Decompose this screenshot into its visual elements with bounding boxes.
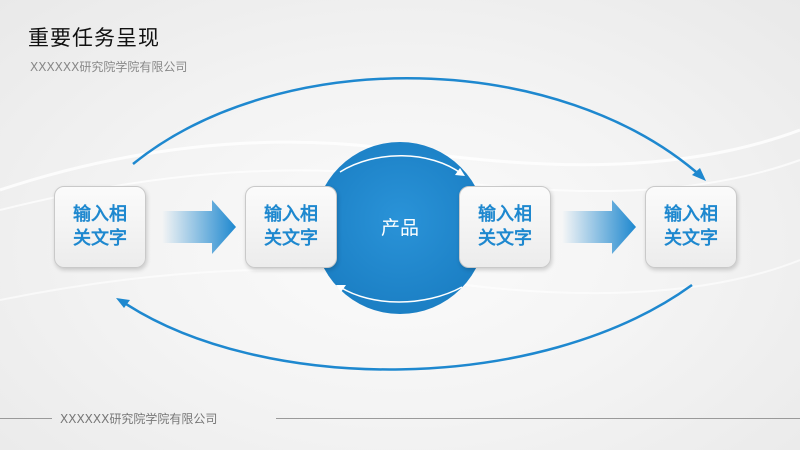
flow-arrow-right bbox=[562, 200, 636, 254]
product-label: 产品 bbox=[380, 217, 419, 239]
input-box-1: 输入相关文字 bbox=[54, 186, 146, 268]
input-box-4: 输入相关文字 bbox=[645, 186, 737, 268]
input-box-3-label: 输入相关文字 bbox=[478, 204, 532, 249]
product-circle bbox=[314, 142, 486, 314]
footer-divider-right bbox=[276, 418, 800, 419]
top-cycle-arrow bbox=[132, 77, 704, 179]
input-box-2: 输入相关文字 bbox=[245, 186, 337, 268]
inner-bottom-arc bbox=[339, 286, 463, 303]
top-cycle-arrowhead bbox=[692, 168, 706, 181]
input-box-2-label: 输入相关文字 bbox=[264, 204, 318, 249]
input-box-3: 输入相关文字 bbox=[459, 186, 551, 268]
bottom-cycle-arrowhead bbox=[116, 298, 130, 308]
flow-arrow-left bbox=[162, 200, 236, 254]
bottom-cycle-arrow bbox=[119, 283, 693, 371]
footer-divider-left bbox=[0, 418, 52, 419]
page-title: 重要任务呈现 bbox=[28, 26, 160, 50]
page-subtitle: XXXXXX研究院学院有限公司 bbox=[30, 60, 188, 74]
input-box-1-label: 输入相关文字 bbox=[73, 204, 127, 249]
inner-top-arrowhead bbox=[455, 168, 465, 176]
input-box-4-label: 输入相关文字 bbox=[664, 204, 718, 249]
inner-bottom-arrowhead bbox=[336, 285, 346, 292]
inner-top-arc bbox=[339, 155, 463, 175]
footer-company: XXXXXX研究院学院有限公司 bbox=[60, 412, 218, 426]
